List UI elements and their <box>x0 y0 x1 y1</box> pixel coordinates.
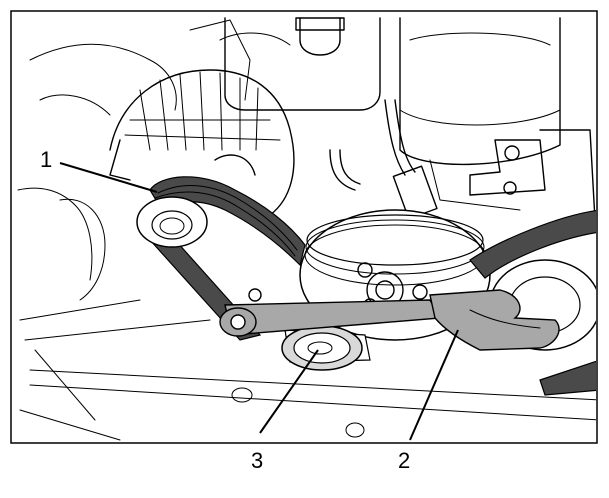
callout-3-leader <box>259 349 319 434</box>
engine-background-lines <box>17 19 596 441</box>
alternator-pulley <box>136 196 208 248</box>
figure-frame <box>10 10 598 444</box>
callout-2-leader <box>409 329 459 441</box>
alternator <box>109 69 295 216</box>
callout-1-leader <box>59 162 158 193</box>
reservoir <box>224 17 381 111</box>
tensioner-pulley <box>281 325 371 371</box>
callout-1-label: 1 <box>40 147 52 172</box>
wrench-tool <box>219 289 560 351</box>
callout-3-label: 3 <box>251 448 263 473</box>
callout-2-label: 2 <box>398 448 410 473</box>
mount-bracket <box>469 129 596 221</box>
